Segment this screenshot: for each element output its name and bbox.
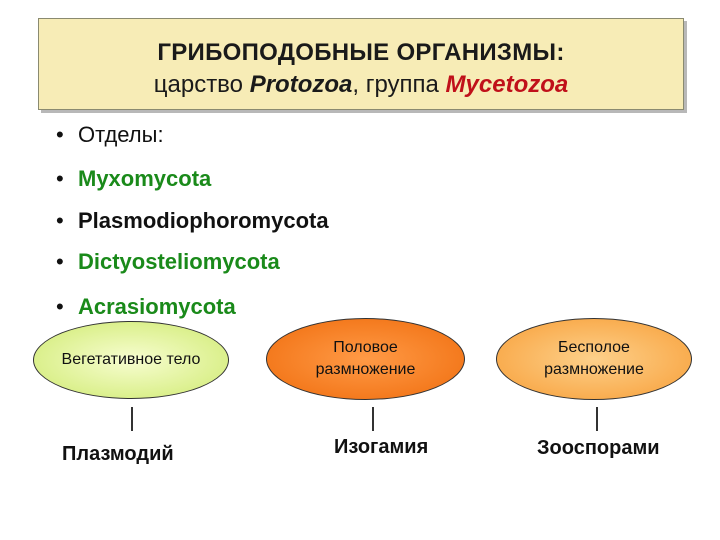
bullet-marker: • — [56, 249, 64, 274]
title-kingdom: Protozoa — [249, 71, 353, 98]
bullet-marker: • — [56, 122, 64, 147]
list-item-text: Acrasiomycota — [78, 294, 236, 319]
bullet-marker: • — [56, 294, 64, 319]
list-item: • Plasmodiophoromycota — [56, 208, 329, 234]
node-label: Вегетативное тело — [61, 351, 201, 368]
node-label-line: размножение — [315, 361, 416, 378]
node-label: Половое размножение — [316, 337, 416, 381]
result-plasmodium: Плазмодий — [62, 443, 174, 465]
connector-line — [372, 407, 374, 431]
node-label-line: Бесполое — [558, 339, 630, 356]
title-group: Mycetozoa — [445, 71, 569, 98]
list-item-text: Отделы: — [78, 122, 164, 147]
title-prefix: царство — [153, 71, 250, 98]
node-label: Бесполое размножение — [544, 337, 644, 381]
result-zoospores: Зооспорами — [537, 437, 660, 459]
list-item: • Acrasiomycota — [56, 294, 236, 320]
title-box: ГРИБОПОДОБНЫЕ ОРГАНИЗМЫ: царство Protozo… — [38, 18, 684, 110]
node-label-line: размножение — [544, 361, 644, 378]
bullet-marker: • — [56, 166, 64, 191]
vegetative-body-node: Вегетативное тело — [33, 321, 229, 399]
connector-line — [131, 407, 133, 431]
list-item: • Отделы: — [56, 122, 164, 148]
node-label-line: Половое — [333, 339, 398, 356]
sexual-reproduction-node: Половое размножение — [266, 318, 465, 400]
connector-line — [596, 407, 598, 431]
title-middle: , группа — [352, 71, 446, 98]
list-item-text: Dictyosteliomycota — [78, 249, 280, 274]
list-item: • Myxomycota — [56, 166, 211, 192]
result-isogamy: Изогамия — [334, 436, 429, 458]
bullet-marker: • — [56, 208, 64, 233]
list-item-text: Myxomycota — [78, 166, 212, 191]
list-item: • Dictyosteliomycota — [56, 249, 280, 275]
asexual-reproduction-node: Бесполое размножение — [496, 318, 692, 400]
title-subheading: царство Protozoa, группа Mycetozoa — [39, 71, 683, 99]
list-item-text: Plasmodiophoromycota — [78, 208, 329, 233]
title-heading: ГРИБОПОДОБНЫЕ ОРГАНИЗМЫ: — [157, 39, 565, 66]
